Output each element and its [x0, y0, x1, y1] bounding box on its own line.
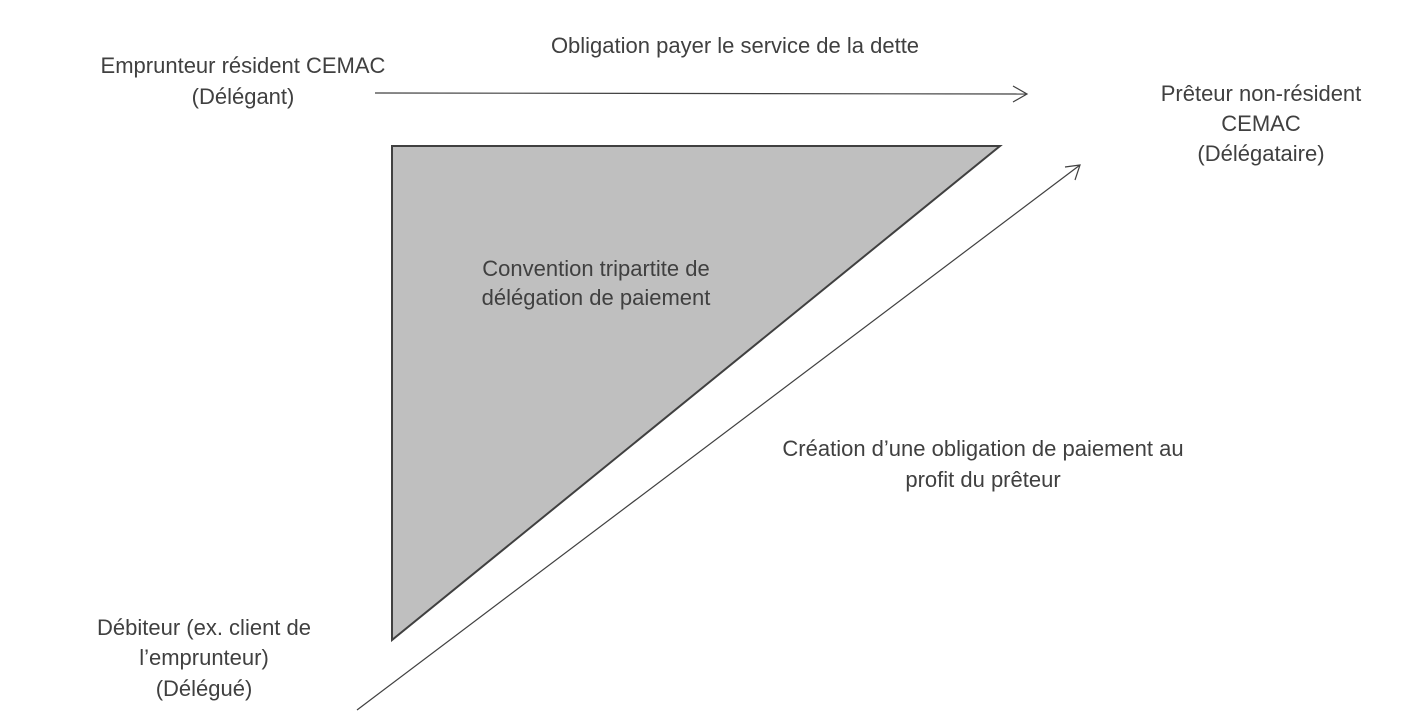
- borrower-role: (Délégant): [192, 84, 295, 109]
- debt-service-arrow: [374, 85, 1029, 103]
- lender-name-line2: CEMAC: [1221, 111, 1301, 136]
- payment-obligation-arrow: [356, 164, 1081, 711]
- debtor-name-line2: l’emprunteur): [139, 645, 269, 670]
- debt-service-label: Obligation payer le service de la dette: [551, 33, 919, 58]
- borrower-party: Emprunteur résident CEMAC (Délégant): [101, 53, 386, 109]
- lender-party: Prêteur non-résident CEMAC (Délégataire): [1161, 81, 1362, 166]
- convention-label: Convention tripartite de délégation de p…: [482, 256, 711, 310]
- convention-line1: Convention tripartite de: [482, 256, 709, 281]
- lender-name-line1: Prêteur non-résident: [1161, 81, 1362, 106]
- payment-obligation-line2: profit du prêteur: [905, 467, 1060, 492]
- convention-line2: délégation de paiement: [482, 285, 711, 310]
- payment-obligation-label: Création d’une obligation de paiement au…: [782, 436, 1183, 492]
- convention-triangle: [391, 145, 1003, 643]
- debtor-party: Débiteur (ex. client de l’emprunteur) (D…: [97, 615, 311, 701]
- lender-role: (Délégataire): [1197, 141, 1324, 166]
- debtor-role: (Délégué): [156, 676, 253, 701]
- borrower-name: Emprunteur résident CEMAC: [101, 53, 386, 78]
- arrowhead-icon: [1012, 85, 1029, 103]
- payment-obligation-line1: Création d’une obligation de paiement au: [782, 436, 1183, 461]
- arrowhead-icon: [1064, 164, 1081, 181]
- debtor-name-line1: Débiteur (ex. client de: [97, 615, 311, 640]
